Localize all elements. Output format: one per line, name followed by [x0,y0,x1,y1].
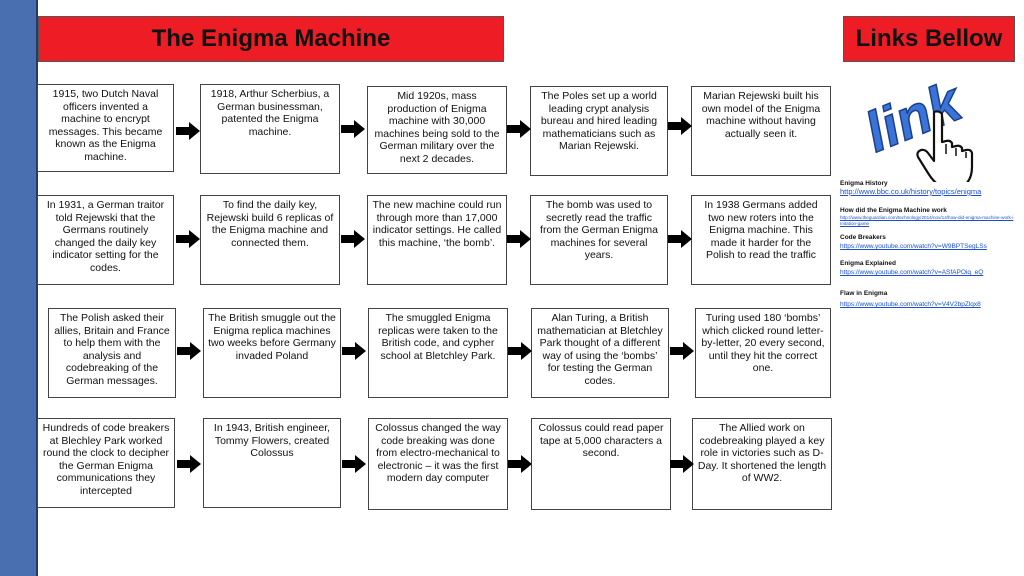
timeline-card: Alan Turing, a British mathematician at … [531,308,669,398]
link-label: Flaw in Enigma [840,290,888,297]
timeline-card: Mid 1920s, mass production of Enigma mac… [367,86,507,174]
link-url[interactable]: https://www.youtube.com/watch?v=ASfAPOiq… [840,269,984,276]
timeline-card: The bomb was used to secretly read the t… [530,195,668,285]
arrow-right-icon [670,342,694,360]
arrow-right-icon [341,230,365,248]
timeline-card: In 1938 Germans added two new roters int… [691,195,831,285]
timeline-card: 1915, two Dutch Naval officers invented … [37,84,174,172]
link-label: Enigma Explained [840,260,896,267]
link-item: Code Breakers https://www.youtube.com/wa… [840,234,1020,250]
link-url[interactable]: https://www.youtube.com/watch?v=V4V2bpZl… [840,301,981,308]
link-item: How did the Enigma Machine work http://w… [840,207,1020,226]
page-title: The Enigma Machine [38,16,504,62]
link-url[interactable]: http://www.bbc.co.uk/history/topics/enig… [840,187,982,196]
arrow-right-icon [668,230,692,248]
arrow-right-icon [342,342,366,360]
arrow-right-icon [668,117,692,135]
arrow-right-icon [670,455,694,473]
timeline-card: To find the daily key, Rejewski build 6 … [200,195,340,285]
link-label: Enigma History [840,180,888,187]
link-url[interactable]: https://www.youtube.com/watch?v=W9BPTSeg… [840,243,987,250]
link-url[interactable]: http://www.theguardian.com/technology/20… [840,215,1014,226]
timeline-card: Turing used 180 ‘bombs’ which clicked ro… [695,308,831,398]
timeline-card: The British smuggle out the Enigma repli… [203,308,341,398]
link-item: Flaw in Enigma https://www.youtube.com/w… [840,290,1020,308]
link-item: Enigma Explained https://www.youtube.com… [840,260,1020,276]
arrow-right-icon [507,120,531,138]
link-logo-icon: link [856,67,1018,189]
arrow-right-icon [508,342,532,360]
timeline-card: 1918, Arthur Scherbius, a German busines… [200,84,340,174]
timeline-card: Colossus changed the way code breaking w… [368,418,508,510]
arrow-right-icon [342,455,366,473]
timeline-card: The Polish asked their allies, Britain a… [48,308,176,398]
arrow-right-icon [341,120,365,138]
link-label: Code Breakers [840,234,886,241]
timeline-card: Colossus could read paper tape at 5,000 … [531,418,671,510]
timeline-card: In 1943, British engineer, Tommy Flowers… [203,418,341,508]
arrow-right-icon [176,122,200,140]
arrow-right-icon [177,455,201,473]
links-title: Links Bellow [843,16,1015,62]
timeline-card: Hundreds of code breakers at Blechley Pa… [37,418,175,508]
side-accent-bar [0,0,38,576]
timeline-card: The Allied work on codebreaking played a… [692,418,832,510]
arrow-right-icon [508,455,532,473]
arrow-right-icon [507,230,531,248]
link-label: How did the Enigma Machine work [840,207,947,214]
timeline-card: The new machine could run through more t… [367,195,507,285]
timeline-card: The Poles set up a world leading crypt a… [530,86,668,176]
arrow-right-icon [177,342,201,360]
timeline-card: Marian Rejewski built his own model of t… [691,86,831,176]
timeline-card: In 1931, a German traitor told Rejewski … [37,195,174,285]
link-item: Enigma History http://www.bbc.co.uk/hist… [840,180,1020,196]
timeline-card: The smuggled Enigma replicas were taken … [368,308,508,398]
arrow-right-icon [176,230,200,248]
